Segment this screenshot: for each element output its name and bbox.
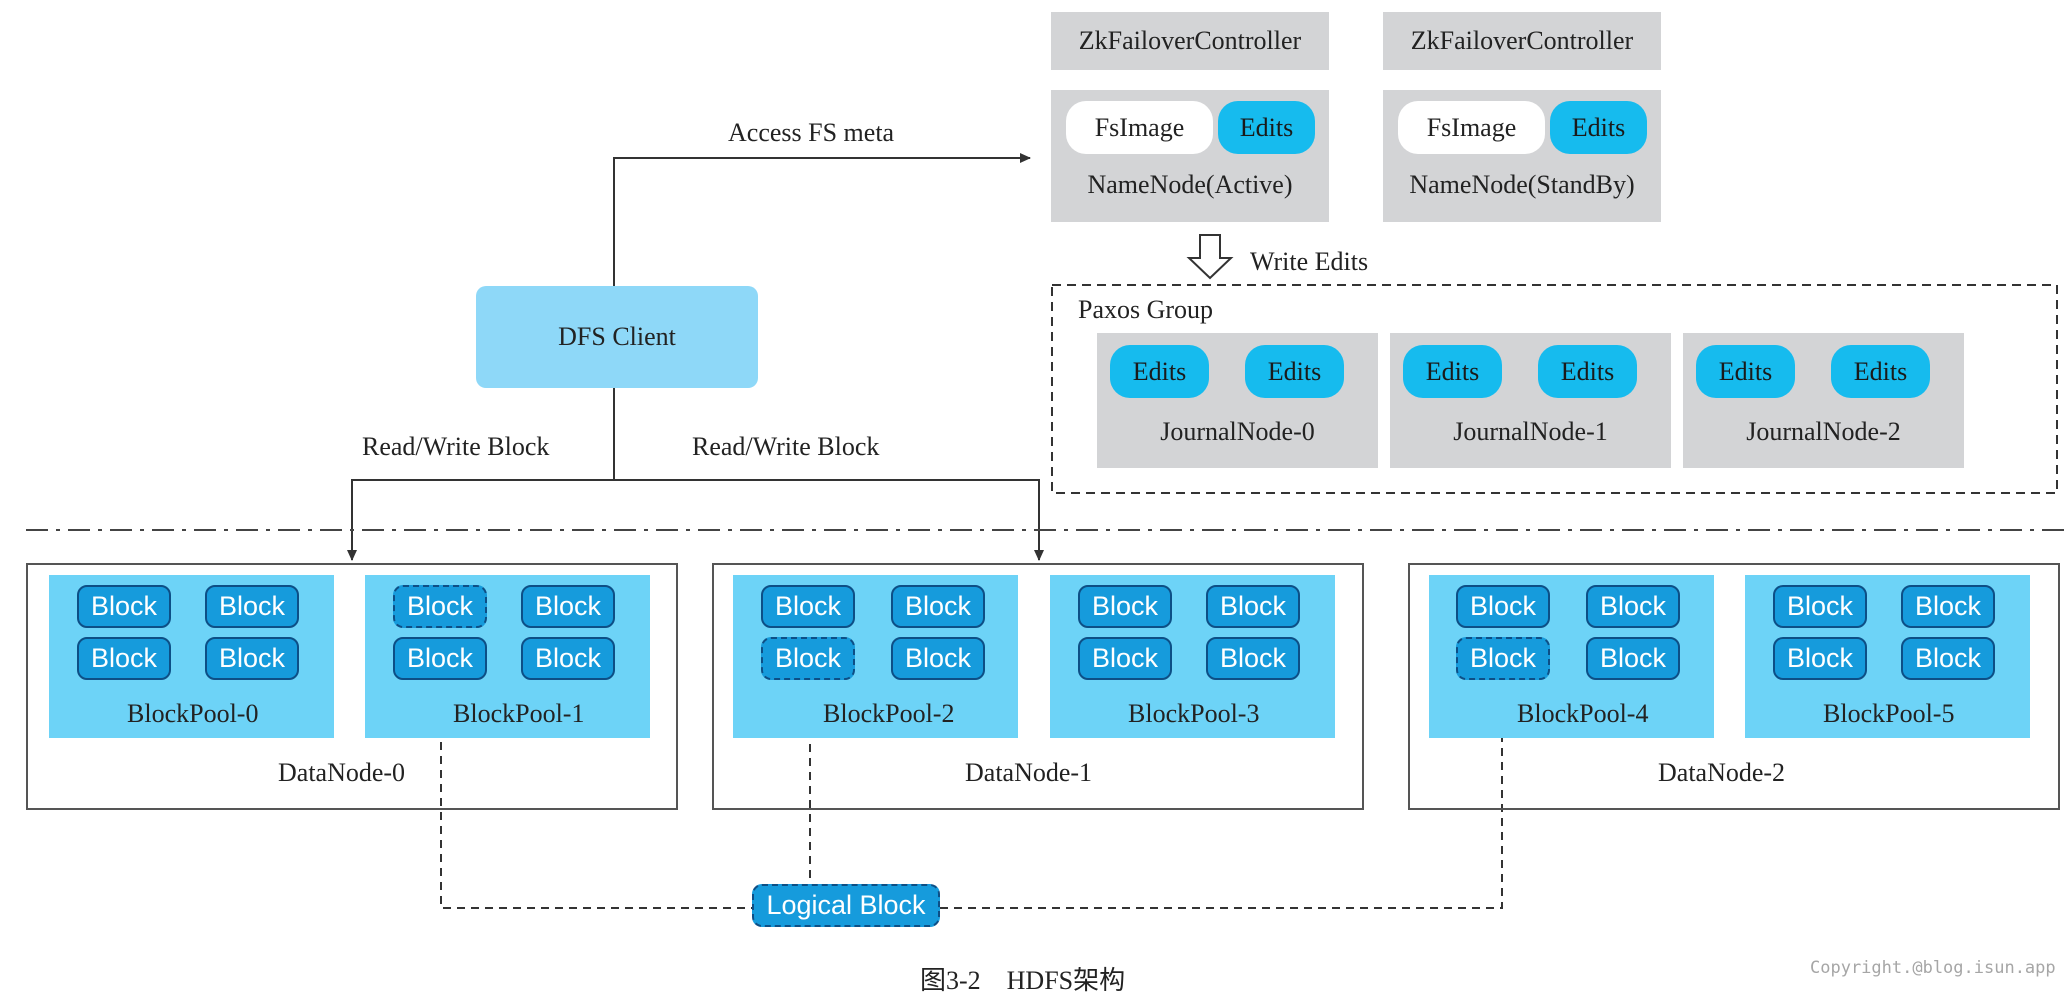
edits-pill: Edits	[1538, 345, 1637, 398]
blockpool-label: BlockPool-1	[453, 699, 585, 728]
edits-pill: Edits	[1218, 101, 1315, 154]
blockpool-4: Block Block Block Block BlockPool-4	[1429, 575, 1714, 738]
block: Block	[77, 637, 171, 680]
paxos-group-border	[1051, 284, 2058, 494]
blockpool-label: BlockPool-0	[127, 699, 259, 728]
block: Block	[1773, 637, 1867, 680]
block: Block	[761, 585, 855, 628]
access-arrow-line	[613, 153, 1031, 286]
block: Block	[1078, 585, 1172, 628]
journalnode-label: JournalNode-1	[1453, 417, 1608, 446]
block: Block	[1206, 637, 1300, 680]
write-edits-label: Write Edits	[1250, 247, 1369, 276]
block: Block	[1456, 585, 1550, 628]
block: Block	[1206, 585, 1300, 628]
blockpool-1: Block Block Block Block BlockPool-1	[365, 575, 650, 738]
namenode-label: NameNode(StandBy)	[1409, 170, 1635, 199]
blockpool-2: Block Block Block Block BlockPool-2	[733, 575, 1018, 738]
edits-pill: Edits	[1550, 101, 1647, 154]
edits-pill: Edits	[1110, 345, 1209, 398]
blockpool-0: Block Block Block Block BlockPool-0	[49, 575, 334, 738]
datanode-2	[1408, 563, 2060, 810]
journalnode-2: Edits Edits JournalNode-2	[1683, 333, 1964, 468]
journalnode-1: Edits Edits JournalNode-1	[1390, 333, 1671, 468]
journalnode-label: JournalNode-0	[1160, 417, 1315, 446]
namenode-standby: FsImage Edits NameNode(StandBy)	[1383, 90, 1661, 222]
journalnode-0: Edits Edits JournalNode-0	[1097, 333, 1378, 468]
datanode-label: DataNode-1	[965, 758, 1093, 787]
block: Block	[77, 585, 171, 628]
fsimage-pill: FsImage	[1398, 101, 1545, 154]
zkfc-active: ZkFailoverController	[1051, 12, 1329, 70]
blockpool-label: BlockPool-2	[823, 699, 955, 728]
block: Block	[1773, 585, 1867, 628]
fsimage-pill: FsImage	[1066, 101, 1213, 154]
block: Block	[1901, 585, 1995, 628]
edits-pill: Edits	[1245, 345, 1344, 398]
block: Block	[1586, 637, 1680, 680]
block: Block	[1901, 637, 1995, 680]
edits-pill: Edits	[1696, 345, 1795, 398]
edits-pill: Edits	[1831, 345, 1930, 398]
datanode-label: DataNode-0	[278, 758, 406, 787]
access-fs-meta-label: Access FS meta	[728, 118, 895, 147]
rw-arrow-left	[347, 371, 615, 561]
read-write-label-left: Read/Write Block	[362, 432, 550, 461]
block: Block	[393, 637, 487, 680]
datanode-1	[712, 563, 1364, 810]
write-edits-arrow-icon	[1186, 234, 1234, 280]
block: Block	[521, 585, 615, 628]
datanode-0	[26, 563, 678, 810]
block: Block	[205, 585, 299, 628]
block: Block	[1586, 585, 1680, 628]
block: Block	[521, 637, 615, 680]
logical-block: Logical Block	[752, 884, 940, 927]
blockpool-label: BlockPool-4	[1517, 699, 1649, 728]
blockpool-3: Block Block Block Block BlockPool-3	[1050, 575, 1335, 738]
journalnode-label: JournalNode-2	[1746, 417, 1901, 446]
namenode-active: FsImage Edits NameNode(Active)	[1051, 90, 1329, 222]
blockpool-label: BlockPool-5	[1823, 699, 1955, 728]
logical-member-block: Block	[1456, 637, 1550, 680]
block: Block	[891, 637, 985, 680]
figure-caption: 图3-2 HDFS架构	[920, 966, 1126, 995]
block: Block	[891, 585, 985, 628]
dfs-client: DFS Client	[476, 286, 758, 388]
read-write-label-right: Read/Write Block	[692, 432, 880, 461]
logical-link-right	[940, 680, 1503, 909]
paxos-group-label: Paxos Group	[1078, 295, 1214, 324]
zkfc-standby: ZkFailoverController	[1383, 12, 1661, 70]
block: Block	[1078, 637, 1172, 680]
block: Block	[205, 637, 299, 680]
namenode-label: NameNode(Active)	[1087, 170, 1293, 199]
rw-arrow-right	[614, 479, 1044, 561]
blockpool-5: Block Block Block Block BlockPool-5	[1745, 575, 2030, 738]
edits-pill: Edits	[1403, 345, 1502, 398]
watermark: Copyright.@blog.isun.app	[1810, 958, 2056, 978]
logical-member-block: Block	[393, 585, 487, 628]
logical-member-block: Block	[761, 637, 855, 680]
datanode-label: DataNode-2	[1658, 758, 1786, 787]
blockpool-label: BlockPool-3	[1128, 699, 1260, 728]
